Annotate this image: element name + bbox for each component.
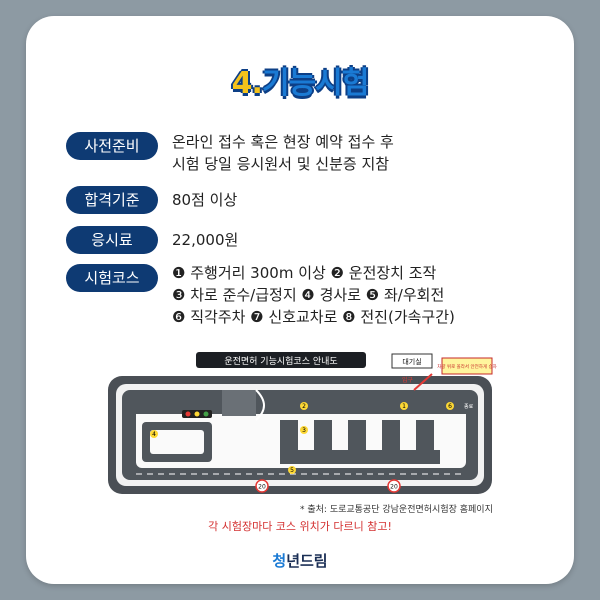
section-value-prep: 온라인 접수 혹은 현장 예약 접수 후 시험 당일 응시원서 및 신분증 지참 xyxy=(172,131,394,175)
title-text: 기능시험 xyxy=(261,66,369,101)
left-block-inside xyxy=(150,430,204,454)
prep-line-2: 시험 당일 응시원서 및 신분증 지참 xyxy=(172,155,390,173)
source-caption: * 출처: 도로교통공단 강남운전면허시험장 홈페이지 xyxy=(300,505,493,515)
light-red xyxy=(185,411,191,417)
section-label-fee: 응시료 xyxy=(66,226,158,254)
entrance-arrow xyxy=(413,373,433,391)
speed-sign-right-label: 20 xyxy=(390,484,398,491)
light-yellow xyxy=(194,411,200,417)
prep-line-1: 온라인 접수 혹은 현장 예약 접수 후 xyxy=(172,133,394,151)
slope-curve xyxy=(255,389,265,421)
parking-area xyxy=(280,420,440,464)
marker-2 xyxy=(300,402,308,410)
waiting-room xyxy=(391,353,433,369)
course-line-1: ❶ 주행거리 300m 이상 ❷ 운전장치 조작 xyxy=(172,264,437,282)
logo-rest: 년드림 xyxy=(286,552,328,570)
speed-sign-right xyxy=(387,479,401,493)
section-label-course: 시험코스 xyxy=(66,264,158,292)
section-label-pass: 합격기준 xyxy=(66,186,158,214)
course-map: 운전면허 기능시험코스 안내도 대기실 차량 위로 올라서 안전하게 승차 입구… xyxy=(108,352,498,494)
brand-logo: 청년드림 xyxy=(0,550,600,571)
map-title: 운전면허 기능시험코스 안내도 xyxy=(224,356,337,367)
speed-sign-left-label: 20 xyxy=(258,484,266,491)
marker-6 xyxy=(446,402,454,410)
slope-area xyxy=(222,390,256,416)
notice-box xyxy=(441,357,493,375)
note-text: 각 시험장마다 코스 위치가 다르니 참고! xyxy=(208,520,392,533)
title-number: 4. xyxy=(231,66,263,101)
logo-accent: 청 xyxy=(272,552,287,570)
fee-line-1: 22,000원 xyxy=(172,231,239,249)
marker-6-label: 6 xyxy=(448,403,452,410)
marker-5 xyxy=(288,466,296,474)
section-value-course: ❶ 주행거리 300m 이상 ❷ 운전장치 조작 ❸ 차로 준수/급정지 ❹ 경… xyxy=(172,262,455,328)
marker-3-label: 3 xyxy=(302,427,306,434)
speed-sign-left xyxy=(255,479,269,493)
notice-text: 차량 위로 올라서 안전하게 승차 xyxy=(437,363,497,370)
light-green xyxy=(203,411,209,417)
map-title-box xyxy=(196,352,366,368)
marker-5-label: 5 xyxy=(290,467,294,474)
marker-4-label: 4 xyxy=(152,431,156,438)
pass-line-1: 80점 이상 xyxy=(172,191,238,209)
page-title: 4.기능시험 xyxy=(0,58,600,102)
course-line-2: ❸ 차로 준수/급정지 ❹ 경사로 ❺ 좌/우회전 xyxy=(172,286,445,304)
marker-1 xyxy=(400,402,408,410)
marker-1-label: 1 xyxy=(402,403,406,410)
exit-label: 종료 xyxy=(464,404,474,410)
course-line-3: ❻ 직각주차 ❼ 신호교차로 ❽ 전진(가속구간) xyxy=(172,308,455,326)
marker-4 xyxy=(150,430,158,438)
marker-3 xyxy=(300,426,308,434)
entrance-label: 입구 xyxy=(402,376,414,384)
marker-2-label: 2 xyxy=(302,403,306,410)
waiting-room-label: 대기실 xyxy=(402,357,421,366)
section-label-prep: 사전준비 xyxy=(66,132,158,160)
